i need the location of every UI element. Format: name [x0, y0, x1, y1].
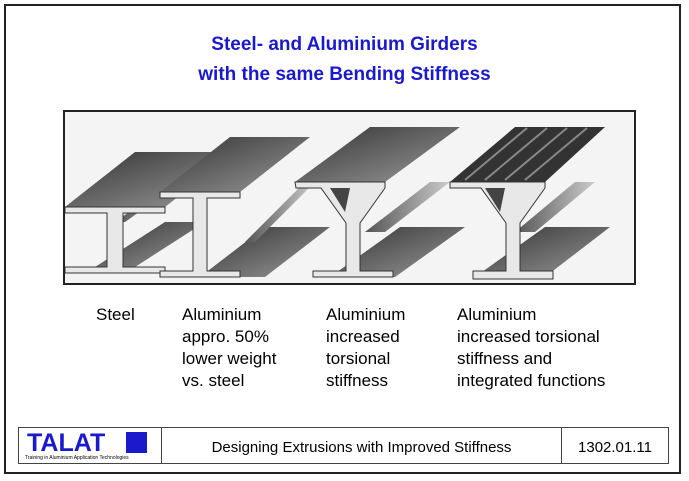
slide-title-line2: with the same Bending Stiffness	[198, 64, 491, 85]
caption-line: integrated functions	[457, 371, 606, 390]
slide-title-line1: Steel- and Aluminium Girders	[211, 34, 478, 55]
caption-line: increased torsional	[457, 327, 600, 346]
caption-line: Steel	[96, 305, 135, 324]
logo-subtitle: Training in Aluminium Application Techno…	[25, 455, 129, 461]
caption-line: stiffness	[326, 371, 389, 390]
slide-frame	[4, 4, 681, 474]
caption-aluminium-lightweight: Aluminium appro. 50% lower weight vs. st…	[182, 304, 277, 392]
caption-line: torsional	[326, 349, 391, 368]
footer-code: 1302.01.11	[578, 439, 652, 456]
caption-line: increased	[326, 327, 400, 346]
caption-line: appro. 50%	[182, 327, 269, 346]
caption-aluminium-integrated: Aluminium increased torsional stiffness …	[457, 304, 605, 392]
footer: TALAT Training in Aluminium Application …	[18, 427, 669, 464]
caption-line: lower weight	[182, 349, 277, 368]
aluminium-girder-y-section	[294, 127, 465, 278]
girders-illustration	[63, 110, 636, 285]
caption-aluminium-torsional: Aluminium increased torsional stiffness	[326, 304, 405, 392]
eu-stars-icon	[126, 432, 147, 453]
caption-line: stiffness and	[457, 349, 553, 368]
footer-title: Designing Extrusions with Improved Stiff…	[162, 428, 562, 463]
caption-steel: Steel	[96, 304, 135, 326]
caption-line: Aluminium	[457, 305, 537, 324]
aluminium-girder-integrated-functions	[449, 127, 610, 280]
logo-text: TALAT	[27, 429, 106, 457]
talat-logo: TALAT Training in Aluminium Application …	[19, 428, 162, 463]
caption-line: vs. steel	[182, 371, 245, 390]
aluminium-girder-lightweight	[159, 137, 330, 278]
caption-line: Aluminium	[326, 305, 406, 324]
caption-line: Aluminium	[182, 305, 262, 324]
